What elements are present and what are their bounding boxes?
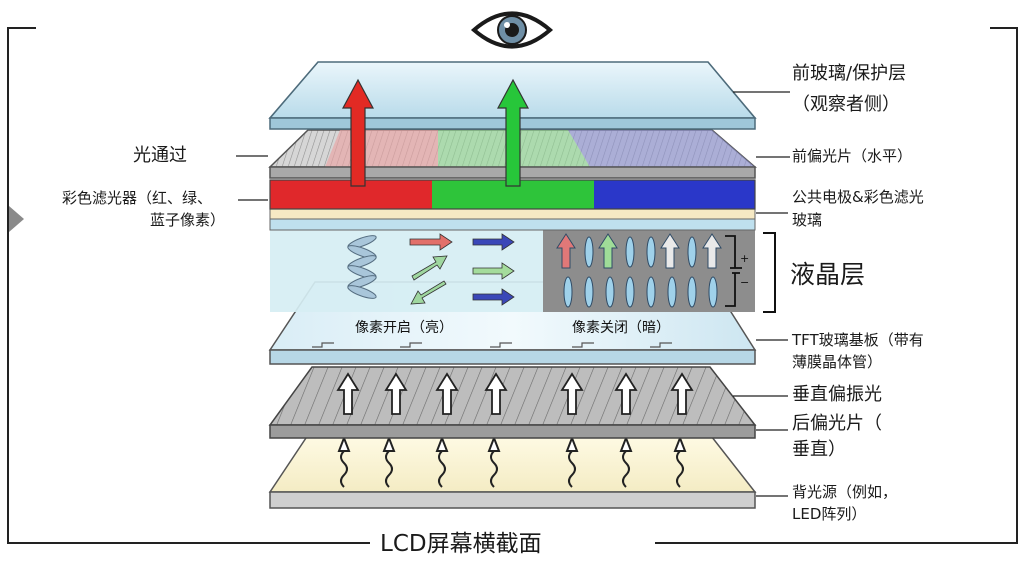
twisted-crystal-helix (347, 235, 377, 299)
battery-plus: + (740, 252, 749, 265)
front-polarizer-label: 前偏光片（水平） (792, 147, 913, 165)
tft-glass-label-line1: TFT玻璃基板（带有 (792, 331, 924, 349)
common-electrode-label-line1: 公共电极&彩色滤光 (792, 188, 924, 206)
voltage-source-icon (725, 235, 742, 307)
backlight-layer (268, 431, 757, 509)
on-pixel-arrows (409, 233, 515, 306)
color-filter-layer (269, 179, 756, 210)
liquid-crystal-bracket (763, 232, 776, 313)
vertical-polarized-label: 垂直偏振光 (792, 384, 882, 405)
backlight-label-line2: LED阵列） (792, 505, 867, 523)
battery-minus: − (740, 276, 749, 289)
rear-polarizer-label-line2: 垂直） (792, 439, 846, 460)
liquid-crystal-layer: + − (270, 230, 755, 312)
emitted-light-arrows (341, 78, 530, 187)
outer-frame (7, 27, 1018, 544)
wavy-light-arrows (337, 435, 687, 488)
rear-polarizer-label-line1: 后偏光片（ (792, 413, 882, 434)
rear-polarizer-layer (268, 366, 757, 439)
common-electrode-label-line2: 玻璃 (792, 211, 823, 229)
pixel-off-caption: 像素关闭（暗） (572, 320, 670, 336)
front-glass-note: （观察者侧） (792, 94, 900, 115)
tft-glass-label-line2: 薄膜晶体管） (792, 353, 883, 371)
pixel-on-caption: 像素开启（亮） (355, 320, 453, 336)
eye-icon (470, 11, 554, 49)
front-glass-label: 前玻璃/保护层 (792, 63, 907, 84)
leader-lines (236, 91, 790, 497)
play-icon (9, 206, 24, 232)
color-filter-label-line2: 蓝子像素） (150, 211, 226, 229)
thin-film-transistors (312, 342, 672, 348)
liquid-crystal-label: 液晶层 (790, 260, 866, 289)
off-pixel-crystals (556, 233, 722, 308)
common-electrode-layer (269, 208, 756, 231)
diagram-caption: LCD屏幕横截面 (380, 531, 542, 557)
backlight-label-line1: 背光源（例如， (792, 483, 898, 501)
color-filter-label-line1: 彩色滤光器（红、绿、 (62, 189, 213, 207)
light-passes-label: 光通过 (133, 145, 187, 166)
vertical-light-arrows (336, 372, 694, 415)
